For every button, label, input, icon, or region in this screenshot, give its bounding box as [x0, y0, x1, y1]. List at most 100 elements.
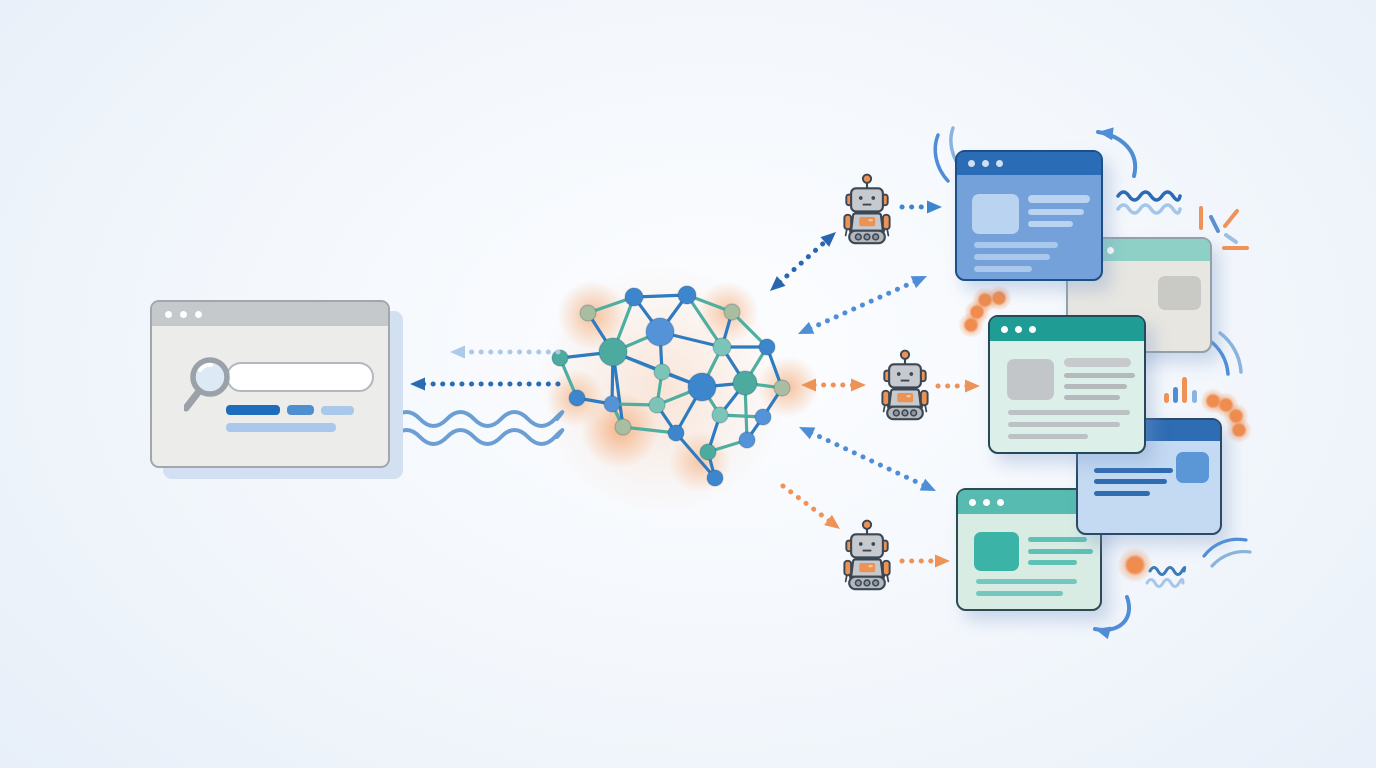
titlebar-dot — [1015, 325, 1022, 333]
search-input — [226, 362, 374, 392]
text-line — [1094, 479, 1167, 484]
brain-node — [738, 431, 756, 449]
brain-robot3-arrow — [780, 483, 833, 524]
content-placeholder — [1158, 276, 1201, 310]
window-titlebar — [990, 317, 1144, 341]
result-window-blue — [955, 150, 1103, 281]
brain-windowA-arrow — [798, 321, 815, 334]
squiggle-light — [1116, 203, 1182, 215]
brain-robot1-arrow — [770, 276, 786, 291]
text-line — [1028, 221, 1073, 227]
result-bar — [226, 423, 336, 432]
titlebar-dot — [165, 310, 172, 318]
robot-agent-1 — [838, 172, 896, 249]
mini-bar-chart — [1192, 390, 1197, 403]
robot3-windowE-arrow — [935, 554, 950, 568]
brain-node — [687, 372, 717, 402]
result-window-lightblue — [1076, 418, 1222, 535]
text-line — [1094, 491, 1150, 496]
text-line — [1064, 358, 1131, 367]
brain-node — [653, 363, 671, 381]
arc-pair-windowC-2 — [1218, 331, 1243, 374]
squiggle-dark — [1116, 190, 1182, 202]
result-window-teal — [988, 315, 1146, 454]
titlebar-dot — [180, 310, 187, 318]
arc-pair-bottom-2 — [1210, 549, 1252, 568]
robot-agent-3 — [838, 518, 896, 595]
small-squiggle-dark — [1148, 566, 1187, 576]
titlebar-dot — [195, 310, 202, 318]
sparkle-burst — [1209, 215, 1220, 233]
text-line — [976, 579, 1077, 584]
text-line — [976, 591, 1063, 596]
brain-search-arrow-dark — [410, 377, 425, 391]
brain-edge — [674, 431, 717, 480]
sparkle-burst — [1223, 209, 1239, 228]
arc-pair-bottom-1 — [1202, 537, 1248, 558]
text-line — [1028, 560, 1077, 565]
titlebar-dot — [1001, 325, 1008, 333]
brain-node — [645, 317, 675, 347]
brain-node — [667, 424, 685, 442]
sparkle-burst — [1224, 233, 1238, 244]
arc-pair-windowA-1 — [933, 133, 950, 183]
text-line — [1028, 209, 1084, 215]
brain-node — [706, 469, 724, 487]
small-squiggle-light — [1145, 578, 1185, 588]
brain-node — [711, 406, 729, 424]
text-line — [1064, 384, 1127, 389]
titlebar-dot — [982, 160, 989, 167]
content-placeholder — [1007, 359, 1054, 400]
magnifier-icon — [184, 357, 230, 412]
result-bar — [321, 406, 354, 415]
text-line — [974, 254, 1050, 260]
content-placeholder — [1176, 452, 1209, 483]
brain-robot1-arrow — [820, 232, 836, 247]
brain-search-arrow-light — [450, 345, 465, 359]
robot-agent-2 — [876, 348, 934, 425]
titlebar-dot — [997, 498, 1004, 506]
result-bar — [287, 405, 314, 415]
titlebar-dot — [996, 160, 1003, 167]
text-line — [1028, 537, 1087, 542]
text-line — [1008, 410, 1130, 415]
brain-windowA-arrow — [807, 278, 918, 332]
text-line — [1028, 549, 1093, 554]
text-line — [1094, 468, 1173, 473]
result-bar — [226, 405, 280, 415]
text-line — [974, 266, 1032, 272]
brain-node — [699, 443, 717, 461]
titlebar-dot — [1029, 325, 1036, 333]
search-browser-window — [150, 300, 390, 468]
text-line — [974, 242, 1058, 248]
mini-bar-chart — [1182, 377, 1187, 403]
mini-bar-chart — [1173, 387, 1178, 403]
brain-robot2-arrow — [851, 378, 866, 392]
signal-wave-2 — [391, 428, 565, 446]
content-placeholder — [974, 532, 1019, 571]
brain-windowE-arrow — [799, 427, 816, 440]
brain-windowE-arrow — [808, 430, 927, 488]
brain-windowA-arrow — [910, 276, 927, 289]
brain-robot1-arrow — [777, 238, 829, 285]
titlebar-dot — [1107, 246, 1114, 254]
text-line — [1064, 373, 1135, 378]
brain-robot3-arrow — [824, 514, 840, 529]
content-placeholder — [972, 194, 1019, 234]
mini-bar-chart — [1164, 393, 1169, 403]
titlebar-dot — [983, 498, 990, 506]
window-titlebar — [957, 152, 1101, 175]
text-line — [1064, 395, 1120, 400]
text-line — [1008, 422, 1120, 427]
brain-windowE-arrow — [919, 478, 936, 491]
titlebar-dot — [968, 160, 975, 167]
text-line — [1028, 195, 1090, 203]
robot2-windowC-arrow — [965, 379, 980, 393]
window-titlebar — [152, 302, 388, 326]
refresh-arrow-bottom — [1095, 626, 1112, 640]
text-line — [1008, 434, 1088, 439]
robot1-windowA-arrow — [927, 200, 942, 214]
titlebar-dot — [969, 498, 976, 506]
